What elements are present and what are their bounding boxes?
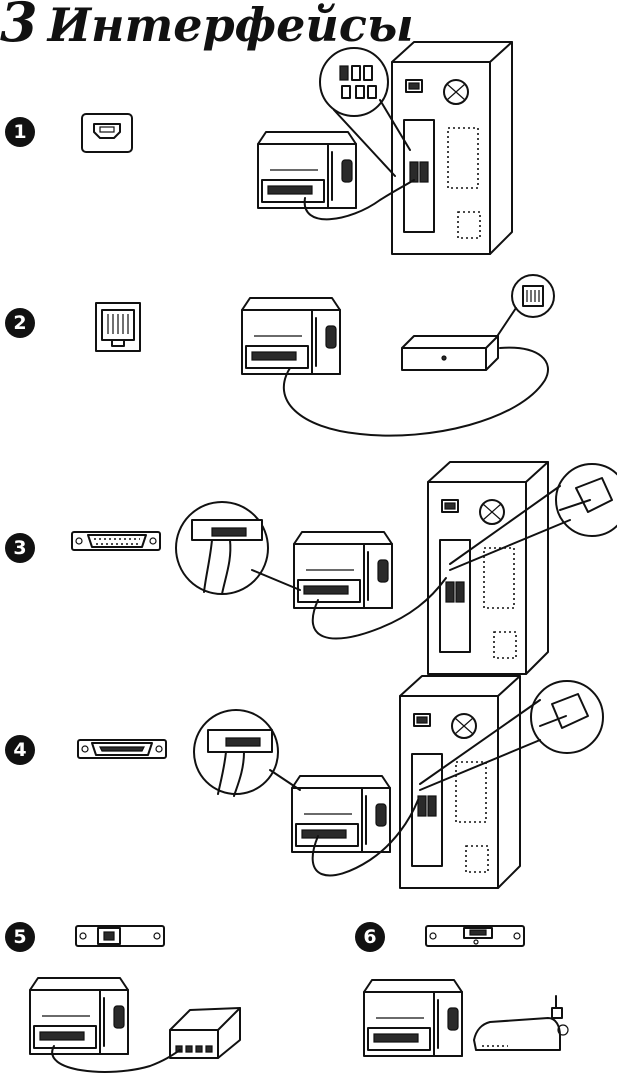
rj11-port-icon <box>96 303 140 351</box>
ethernet-port-icon <box>76 926 164 946</box>
wireless-module-icon <box>426 926 524 946</box>
printer-illustration <box>30 978 128 1054</box>
printer-illustration <box>294 532 392 608</box>
printer-illustration <box>364 980 462 1056</box>
computer-tower-illustration <box>392 42 512 254</box>
parallel-centronics-port-icon <box>78 740 166 758</box>
printer-illustration <box>292 776 390 852</box>
serial-db25-port-icon <box>72 532 160 550</box>
computer-tower-illustration <box>400 676 520 888</box>
printer-illustration <box>258 132 356 208</box>
printer-illustration <box>242 298 340 374</box>
wireless-adapter-illustration <box>474 996 568 1050</box>
usb-port-icon <box>82 114 132 152</box>
computer-tower-illustration <box>428 462 548 674</box>
cash-drawer-illustration <box>402 336 498 370</box>
